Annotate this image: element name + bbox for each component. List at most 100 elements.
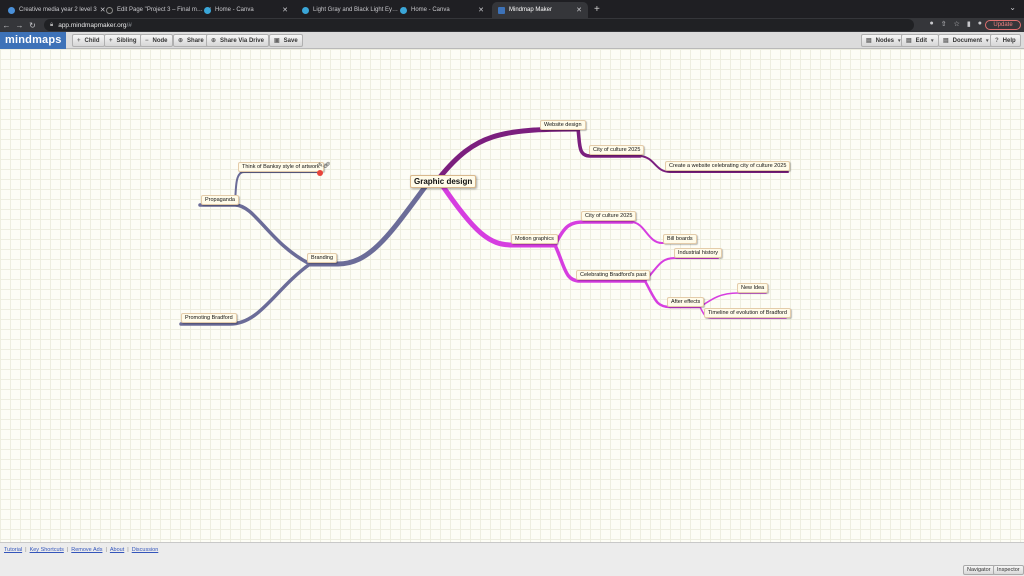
- save-button[interactable]: ▣Save: [269, 34, 303, 47]
- back-icon[interactable]: ←: [2, 20, 11, 30]
- star-icon[interactable]: ☆: [953, 21, 960, 28]
- node-new-idea[interactable]: New Idea: [737, 283, 769, 293]
- node-after-effects[interactable]: After effects: [667, 297, 705, 307]
- browser-tab[interactable]: Light Gray and Black Light Ey…✕: [296, 2, 407, 18]
- branch-propaganda: [198, 203, 312, 266]
- share-icon: ⊕: [178, 38, 184, 44]
- node-promoting[interactable]: Promoting Bradford: [181, 313, 237, 323]
- extension-icon[interactable]: ●: [929, 20, 934, 27]
- chevron-down-icon: ▾: [931, 37, 934, 44]
- inspector-button[interactable]: Inspector: [993, 565, 1024, 575]
- chevron-down-icon[interactable]: ⌄: [1009, 3, 1016, 12]
- branch-motion-graphics: [437, 179, 558, 248]
- browser-address-bar: ← → ↻ 🔒︎ app.mindmapmaker.org/# ● ⇧ ☆ ▮ …: [0, 18, 1024, 32]
- document-icon: ▤: [906, 38, 912, 44]
- browser-tab[interactable]: Edit Page "Project 3 – Final m…✕: [100, 2, 212, 18]
- node-bill-boards[interactable]: Bill boards: [663, 234, 697, 244]
- mindmaps-logo: mindmaps: [0, 32, 66, 49]
- canva-icon: [400, 6, 407, 14]
- wordpress-icon: [106, 6, 113, 14]
- canva-icon: [302, 6, 309, 14]
- edit-menu-button[interactable]: ▤Edit▾: [901, 34, 939, 47]
- browser-tab-active[interactable]: Mindmap Maker✕: [492, 2, 588, 18]
- sibling-button[interactable]: +Sibling: [104, 34, 142, 47]
- mindmap-icon: [498, 6, 505, 14]
- child-button[interactable]: +Child: [72, 34, 105, 47]
- new-tab-icon[interactable]: +: [594, 4, 600, 15]
- close-icon[interactable]: ✕: [478, 7, 484, 14]
- plus-icon: +: [77, 37, 81, 44]
- chevron-down-icon: ▾: [986, 37, 989, 44]
- minus-icon: −: [145, 37, 149, 44]
- footer-links: Tutorial|Key Shortcuts|Remove Ads|About|…: [4, 547, 159, 553]
- browser-tab-strip: Creative media year 2 level 3✕ Edit Page…: [0, 0, 1024, 18]
- node-branding[interactable]: Branding: [307, 253, 338, 263]
- branch-banksy: [234, 171, 319, 206]
- share-icon: ⊕: [211, 38, 217, 44]
- branch-bill-boards: [631, 221, 695, 244]
- forward-icon[interactable]: →: [15, 20, 24, 30]
- discussion-link[interactable]: Discussion: [131, 547, 159, 553]
- node-city-of-culture-2[interactable]: City of culture 2025: [581, 211, 637, 221]
- close-icon[interactable]: ✕: [99, 7, 106, 14]
- app-footer: Tutorial|Key Shortcuts|Remove Ads|About|…: [0, 542, 1024, 576]
- branch-create-website: [639, 155, 789, 173]
- document-icon: ▤: [943, 38, 949, 44]
- navigator-button[interactable]: Navigator: [963, 565, 995, 575]
- close-icon[interactable]: ✕: [576, 7, 582, 14]
- node-create-website[interactable]: Create a website celebrating city of cul…: [665, 161, 791, 171]
- node-industrial[interactable]: Industrial history: [674, 248, 723, 258]
- node-celebrating[interactable]: Celebrating Bradford's past: [576, 270, 651, 280]
- sidebar-icon[interactable]: ▮: [966, 21, 971, 28]
- mindmap-canvas[interactable]: Graphic design Website design City of cu…: [0, 49, 1024, 542]
- node-city-of-culture-1[interactable]: City of culture 2025: [589, 145, 645, 155]
- node-propaganda[interactable]: Propaganda: [201, 195, 239, 205]
- update-button[interactable]: Update: [985, 20, 1021, 30]
- remove-ads-link[interactable]: Remove Ads: [71, 547, 103, 553]
- close-icon[interactable]: ✕: [282, 7, 288, 14]
- disk-icon: ▣: [274, 38, 280, 44]
- about-link[interactable]: About: [109, 547, 125, 553]
- browser-tab[interactable]: Home - Canva✕: [394, 2, 490, 18]
- branch-website-design: [437, 126, 581, 180]
- key-shortcuts-link[interactable]: Key Shortcuts: [29, 547, 64, 553]
- mindmap-connections: [179, 126, 789, 326]
- canva-icon: [204, 6, 211, 14]
- branch-branding: [307, 184, 428, 267]
- document-icon: ▤: [866, 38, 872, 44]
- url-input[interactable]: 🔒︎ app.mindmapmaker.org/#: [44, 19, 914, 31]
- branch-new-idea: [699, 292, 767, 308]
- browser-tab[interactable]: Home - Canva✕: [198, 2, 294, 18]
- plus-icon: +: [109, 37, 113, 44]
- branch-city-of-culture-1: [576, 127, 642, 158]
- profile-icon[interactable]: ●: [977, 20, 982, 27]
- browser-tab[interactable]: Creative media year 2 level 3✕: [2, 2, 106, 18]
- help-icon: ?: [995, 37, 999, 44]
- node-timeline[interactable]: Timeline of evolution of Bradford: [704, 308, 791, 318]
- share-button[interactable]: ⊕Share: [173, 34, 209, 47]
- branch-city-of-culture-2: [553, 220, 634, 247]
- delete-node-button[interactable]: −Node: [140, 34, 173, 47]
- url-text: app.mindmapmaker.org/#: [58, 21, 132, 29]
- share-icon[interactable]: ⇧: [940, 21, 947, 28]
- cloud-icon: [8, 6, 15, 14]
- node-motion-graphics[interactable]: Motion graphics: [511, 234, 558, 244]
- branch-promoting: [179, 262, 312, 326]
- nodes-menu-button[interactable]: ▤Nodes▾: [861, 34, 906, 47]
- lock-icon: 🔒︎: [50, 21, 54, 28]
- branch-industrial: [644, 257, 719, 282]
- node-website-design[interactable]: Website design: [540, 120, 586, 130]
- branch-celebrating: [553, 243, 647, 283]
- app-toolbar: mindmaps +Child +Sibling −Node ⊕Share ⊕S…: [0, 32, 1024, 49]
- node-edit-icons[interactable]: ✎🔗︎: [318, 163, 331, 169]
- document-menu-button[interactable]: ▤Document▾: [938, 34, 994, 47]
- help-button[interactable]: ?Help: [990, 34, 1021, 47]
- node-banksy[interactable]: Think of Banksy style of artwork: [238, 162, 324, 172]
- reload-icon[interactable]: ↻: [29, 20, 36, 30]
- chevron-down-icon: ▾: [898, 37, 901, 44]
- node-root[interactable]: Graphic design: [410, 175, 477, 188]
- browser-actions: ● ⇧ ☆ ▮ ●: [930, 20, 982, 28]
- color-picker-icon[interactable]: [317, 170, 323, 176]
- tutorial-link[interactable]: Tutorial: [4, 547, 23, 553]
- share-via-drive-button[interactable]: ⊕Share Via Drive: [206, 34, 269, 47]
